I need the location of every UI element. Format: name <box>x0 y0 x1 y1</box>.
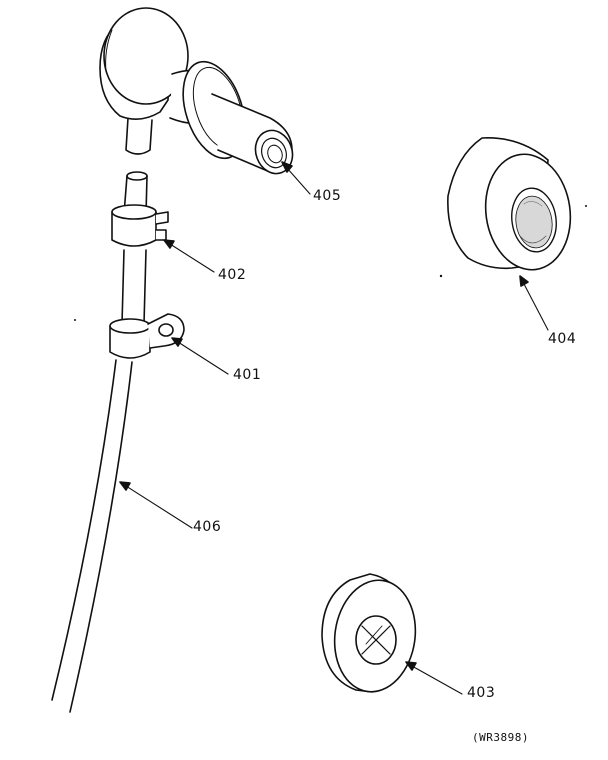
arrowhead-401 <box>171 337 183 347</box>
leader-406 <box>125 485 193 529</box>
label-405: 405 <box>313 188 342 204</box>
leader-404 <box>523 283 549 331</box>
arrowhead-405 <box>281 161 293 173</box>
label-402: 402 <box>218 267 247 283</box>
label-406: 406 <box>193 519 222 535</box>
leader-405 <box>286 167 311 195</box>
part-403-plug <box>321 573 417 693</box>
arrowhead-403 <box>405 661 417 671</box>
arrowhead-406 <box>119 481 131 491</box>
part-405-elbow-fitting <box>99 7 294 175</box>
arrowhead-404 <box>519 275 529 287</box>
leader-401 <box>177 341 229 375</box>
drawing-code: (WR3898) <box>472 731 529 744</box>
part-406-tube <box>51 171 148 713</box>
label-401: 401 <box>233 367 262 383</box>
label-403: 403 <box>467 685 496 701</box>
part-402-clip <box>111 204 169 247</box>
label-404: 404 <box>548 331 577 347</box>
part-404-cap <box>447 137 572 271</box>
arrowhead-402 <box>163 239 175 249</box>
leader-402 <box>169 243 215 273</box>
leader-403 <box>411 665 463 695</box>
part-401-clamp <box>109 313 185 359</box>
